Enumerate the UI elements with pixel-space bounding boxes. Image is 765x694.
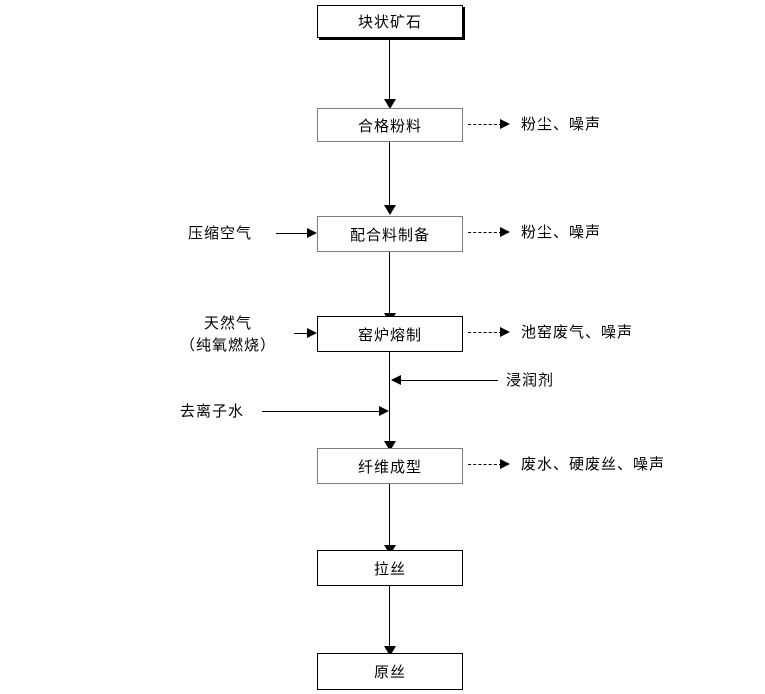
process-node-label: 合格粉料 [357, 116, 422, 135]
connector-n3-to-n4 [389, 251, 390, 315]
input-label-natural-gas-line2: （纯氧燃烧） [179, 336, 276, 354]
output-label-dust-noise-1: 粉尘、噪声 [521, 115, 602, 133]
process-node-fiber-forming[interactable]: 纤维成型 [317, 448, 463, 484]
process-node-label: 块状矿石 [357, 13, 422, 31]
process-node-drawing[interactable]: 拉丝 [317, 550, 463, 586]
arrowhead-output-dust-noise-2 [500, 227, 510, 237]
arrowhead-output-dust-noise-1 [500, 119, 510, 129]
process-node-label: 窑炉熔制 [357, 325, 422, 344]
arrowhead-input-natural-gas [307, 328, 317, 338]
connector-n1-to-n2 [389, 37, 390, 101]
arrowhead-output-wastewater-noise [500, 459, 510, 469]
output-connector-dust-noise-1 [468, 124, 502, 125]
input-connector-sizing-agent [398, 380, 498, 381]
arrowhead-input-compressed-air [307, 228, 317, 238]
input-connector-compressed-air [276, 233, 310, 234]
input-connector-natural-gas [294, 333, 310, 334]
input-label-natural-gas: 天然气 （纯氧燃烧） [166, 312, 290, 356]
input-label-natural-gas-line1: 天然气 [203, 314, 252, 332]
process-node-label: 原丝 [373, 663, 406, 681]
input-label-sizing-agent: 浸润剂 [506, 371, 555, 389]
output-connector-wastewater-noise [468, 464, 502, 465]
output-connector-furnace-gas-noise [468, 332, 502, 333]
arrowhead-output-furnace-gas-noise [500, 327, 510, 337]
arrowhead-input-sizing-agent [391, 375, 401, 385]
arrowhead-n4-to-n5 [384, 441, 396, 451]
process-node-block-ore[interactable]: 块状矿石 [317, 5, 463, 38]
connector-n5-to-n6 [389, 483, 390, 547]
output-label-dust-noise-2: 粉尘、噪声 [521, 223, 602, 241]
process-node-label: 纤维成型 [357, 457, 422, 476]
process-node-batch-preparation[interactable]: 配合料制备 [317, 216, 463, 252]
input-label-deionized-water: 去离子水 [180, 402, 245, 420]
input-label-compressed-air: 压缩空气 [188, 224, 253, 242]
process-node-raw-yarn[interactable]: 原丝 [317, 653, 463, 690]
arrowhead-n6-to-n7 [384, 646, 396, 656]
connector-n6-to-n7 [389, 585, 390, 649]
arrowhead-n1-to-n2 [384, 99, 396, 109]
input-connector-deionized-water [262, 411, 380, 412]
connector-n4-to-n5 [389, 351, 390, 445]
output-label-wastewater-noise: 废水、硬废丝、噪声 [521, 455, 666, 473]
process-node-label: 配合料制备 [349, 225, 430, 244]
output-label-furnace-gas-noise: 池窑废气、噪声 [521, 323, 634, 341]
process-node-label: 拉丝 [373, 559, 406, 578]
arrowhead-input-deionized-water [379, 406, 389, 416]
process-node-furnace-melting[interactable]: 窑炉熔制 [317, 316, 463, 352]
output-connector-dust-noise-2 [468, 232, 502, 233]
process-node-qualified-powder[interactable]: 合格粉料 [317, 108, 463, 142]
arrowhead-n2-to-n3 [384, 205, 396, 215]
connector-n2-to-n3 [389, 141, 390, 207]
